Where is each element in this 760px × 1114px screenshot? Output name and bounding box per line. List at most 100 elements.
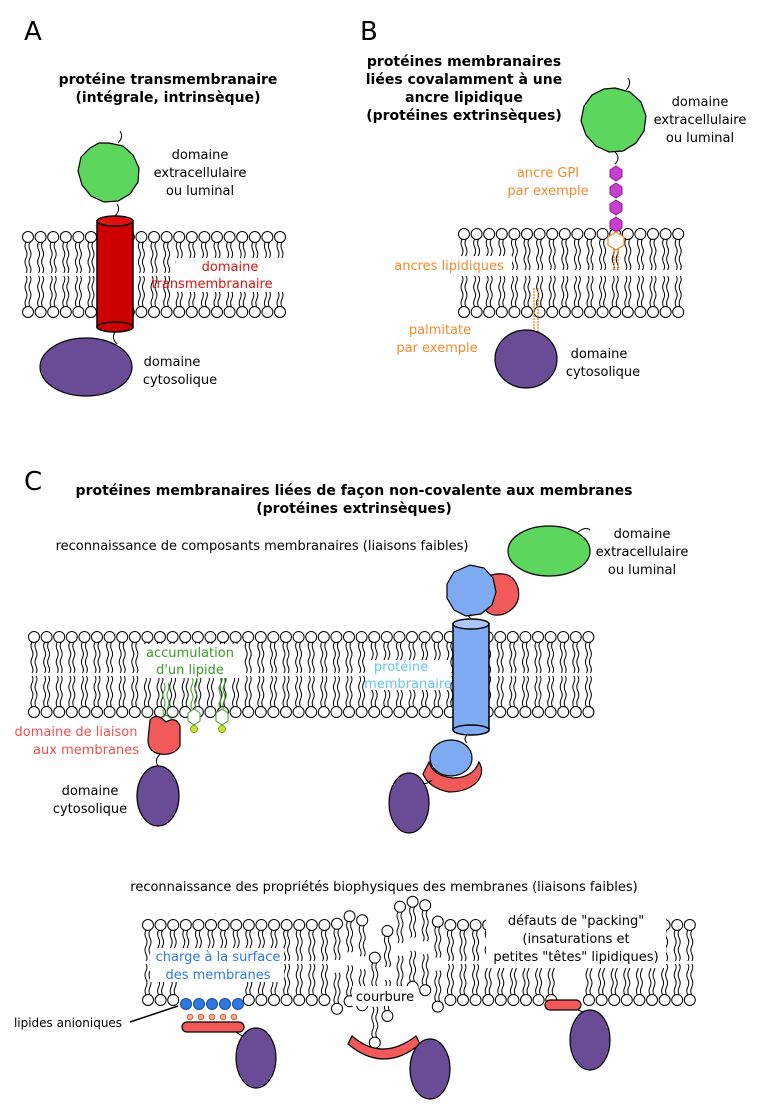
cytosolic-domain [494,329,558,389]
cytosolic-domain [388,772,430,834]
lipid [305,963,318,1006]
lipid [128,675,141,718]
lipid [305,919,318,962]
panel-c-packing-label-3: petites "têtes" lipidiques) [493,950,658,965]
lipid [495,275,508,318]
lipid [557,675,570,718]
panel-c-packing-label-2: (insaturations et [522,932,629,947]
lipid [646,963,658,1006]
lipid [558,275,571,318]
lipid [72,275,85,318]
lipid [242,675,255,718]
lipid [72,231,85,274]
binding-domain [422,760,483,793]
lipid [633,963,646,1006]
membrane-protein-cytosolic-domain [429,739,473,777]
lipid [78,631,91,674]
panel-c-subtitle-biophysical: reconnaissance des propriétés biophysiqu… [130,880,637,895]
panel-c-cytosolic-label-1: domaine [62,784,119,799]
lipid [683,963,696,1006]
panel-b-extracellular-label-3: ou luminal [666,131,734,146]
positive-charges [186,1013,238,1021]
lipid [519,631,532,674]
lipid [305,675,318,718]
amphipathic-helix [544,999,582,1011]
panel-c-membrane-protein-label-2: membranaire [364,677,452,692]
cytosolic-domain [235,1027,277,1089]
extracellular-domain [507,525,591,577]
lipid [683,919,696,962]
lipid [343,910,356,953]
panel-c-packing-label-1: défauts de "packing" [508,914,644,929]
panel-b-cytosolic-label-1: domaine [571,347,628,362]
panel-b-title-line2: liées covalamment à une [366,72,563,88]
lipid [53,631,66,674]
membrane-bilayer [28,631,595,718]
cytosolic-domain [136,765,180,827]
lipid [584,275,596,318]
panel-c-letter: C [24,467,42,497]
lipid [419,953,432,997]
panel-b-palmitate-label-2: par exemple [396,341,477,356]
cytosolic-domain [569,1009,611,1071]
lipid [659,228,672,271]
panel-b-title-line1: protéines membranaires [367,54,561,70]
lipid [91,631,103,674]
binding-domain [147,715,181,755]
transmembrane-helix [96,215,134,333]
cytosolic-domain [39,337,133,397]
panel-c-cytosolic-label-2: cytosolique [53,802,127,817]
panel-c-surface-charge-label-2: des membranes [165,968,270,983]
lipid [431,915,444,959]
lipid [22,231,34,274]
extracellular-domain [580,87,647,153]
lipid [457,919,469,962]
lipid [507,963,520,1006]
panel-c-membrane-protein-label-1: protéine [374,660,428,675]
lipid [494,675,507,718]
lipid [128,631,141,674]
curvature-sensing-domain [347,1035,421,1060]
lipid [65,631,78,674]
panel-c-lipid-accumulation-label-2: d'un lipide [156,663,224,678]
lipid [583,963,595,1006]
lipid [305,631,318,674]
lipid [621,228,634,271]
lipid [318,919,331,962]
panel-a-extracellular-label-3: ou luminal [166,184,234,199]
panel-c-extracellular-label-1: domaine [614,527,671,542]
anionic-lipids [180,998,244,1010]
lipid [458,275,470,318]
panel-a-extracellular-label-1: domaine [172,148,229,163]
panel-b-title-line3: ancre lipidique [405,90,523,106]
membrane-protein-helix [452,618,490,736]
lipid [59,231,72,274]
lipid [634,228,647,271]
lipid [469,963,482,1006]
lipid [318,963,331,1006]
panel-a: A protéine transmembranaire (intégrale, … [22,17,286,397]
lipid [521,228,533,271]
lipid [141,675,154,718]
lipid [103,631,116,674]
lipid [179,675,192,718]
lipid [78,675,91,718]
lipid [381,924,394,968]
lipid [85,275,97,318]
lipid [356,914,369,957]
lipid [521,275,533,318]
lipid [569,675,582,718]
lipid [647,228,659,271]
lipid [317,631,330,674]
lipid [571,275,584,318]
lipid [254,675,267,718]
lipid [582,675,595,718]
lipid [546,275,559,318]
gpi-anchor [607,165,625,270]
lipid [394,900,406,944]
lipid [672,275,685,318]
lipid [47,275,60,318]
lipid [520,963,532,1006]
lipid [545,963,558,1006]
